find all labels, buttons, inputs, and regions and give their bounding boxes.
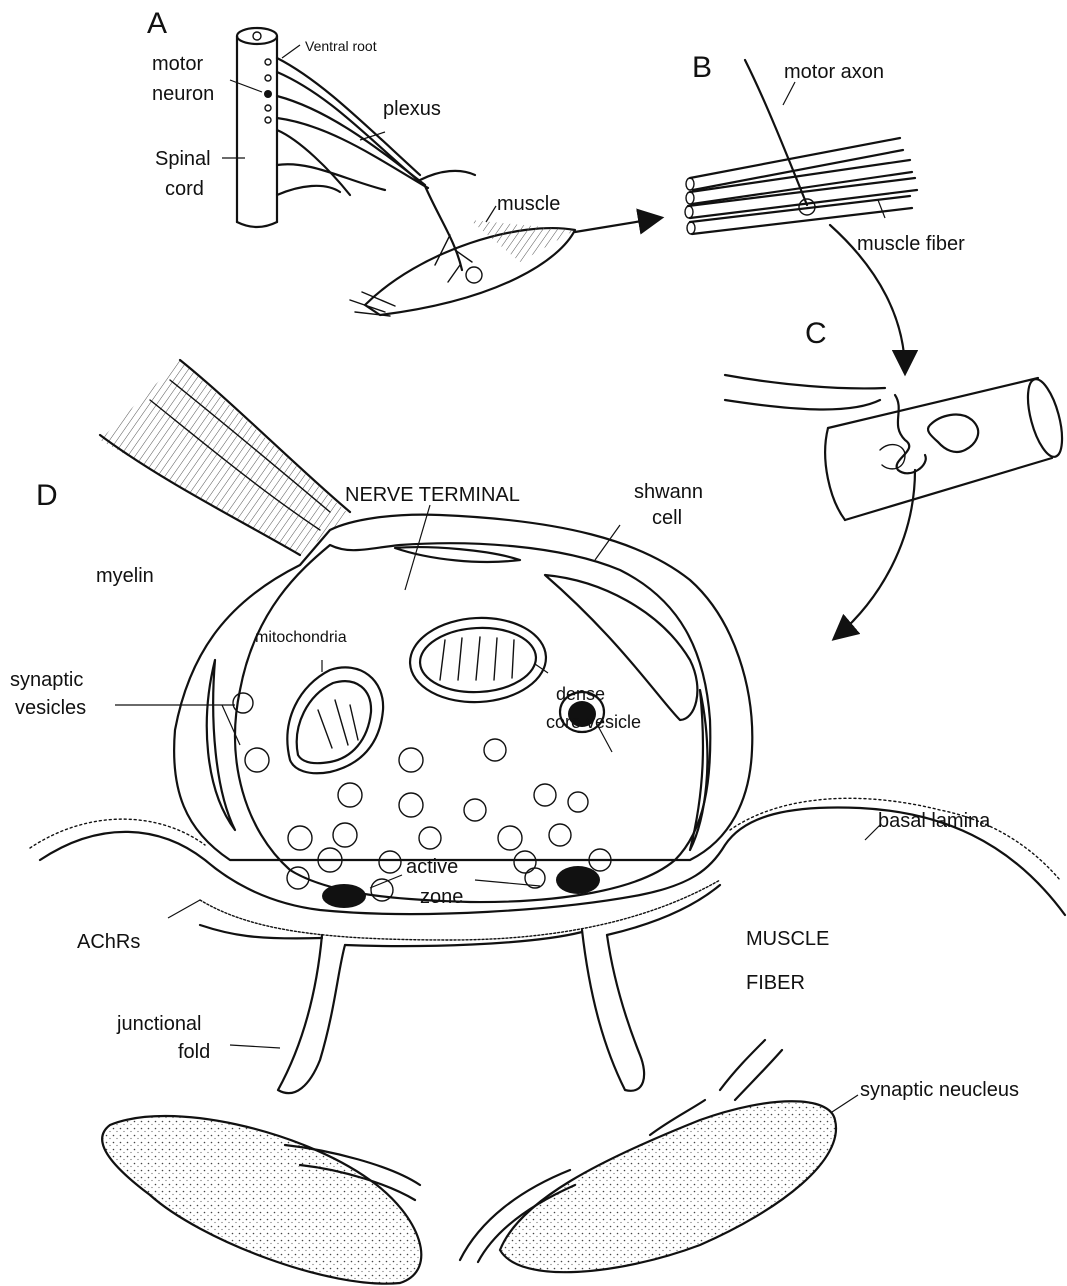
plexus-nerves (277, 58, 475, 282)
active-zone-label-line2: zone (420, 886, 463, 908)
muscle-fiber-label-b: muscle fiber (857, 233, 965, 255)
muscle-fiber-bundle (685, 138, 917, 234)
motor-neuron-label-line1: motor (152, 53, 203, 75)
schwann-process-left (207, 660, 235, 830)
myelin-label: myelin (96, 565, 154, 587)
schwann-cell-outline (174, 515, 752, 860)
panel-b-letter: B (692, 51, 712, 84)
muscle-fiber-segment-c (825, 376, 1067, 520)
arrow-a-to-b (575, 218, 660, 232)
junctional-folds (200, 885, 720, 1093)
muscle-label: muscle (497, 193, 560, 215)
spinal-cord-label-line1: Spinal (155, 148, 211, 170)
motor-axon-label: motor axon (784, 61, 884, 83)
spinal-cord-drawing (237, 28, 277, 227)
arrow-c-to-d (835, 470, 915, 638)
mitochondrion-left (287, 667, 383, 773)
plexus-label: plexus (383, 98, 441, 120)
muscle-fiber-label-d-line1: MUSCLE (746, 928, 829, 950)
junctional-fold-label-line1: junctional (116, 1013, 202, 1035)
basal-lamina-label: basal lamina (878, 810, 991, 832)
panel-c: C (725, 317, 1067, 638)
ventral-root-label: Ventral root (305, 38, 377, 54)
myelin-sheath (100, 360, 350, 555)
nerve-terminal-label: NERVE TERMINAL (345, 484, 520, 506)
panel-d-letter: D (36, 479, 58, 512)
active-zone-label-line1: active (406, 856, 458, 878)
mitochondria-label: mitochondria (255, 629, 347, 646)
dense-core-vesicle-label-line1: dense (556, 684, 605, 704)
synaptic-vesicles-label-line2: vesicles (15, 697, 86, 719)
schwann-process-right-lower (690, 690, 707, 850)
shwann-cell-label-line1: shwann (634, 481, 703, 503)
nerve-c-upper (725, 375, 885, 388)
muscle-fiber-label-d-line2: FIBER (746, 972, 805, 994)
panel-c-letter: C (805, 317, 827, 350)
panel-a-letter: A (147, 7, 167, 40)
nerve-c-lower (725, 400, 880, 409)
achrs-label: AChRs (77, 931, 140, 953)
synaptic-nucleus-left (102, 1116, 421, 1284)
shwann-cell-label-line2: cell (652, 507, 682, 529)
synaptic-vesicles-label-line1: synaptic (10, 669, 83, 691)
spinal-cord-label-line2: cord (165, 178, 204, 200)
junctional-fold-label-line2: fold (178, 1041, 210, 1063)
panel-d: D (10, 360, 1065, 1284)
active-zone-right (556, 866, 600, 894)
panel-a: A (147, 7, 660, 316)
dense-core-vesicle-label-line2: core vesicle (546, 712, 641, 732)
active-zone-left (322, 884, 366, 908)
synaptic-neucleus-label: synaptic neucleus (860, 1079, 1019, 1101)
motor-neuron-label-line2: neuron (152, 83, 214, 105)
mitochondrion-right (408, 614, 548, 705)
synaptic-nucleus-right (500, 1101, 836, 1272)
